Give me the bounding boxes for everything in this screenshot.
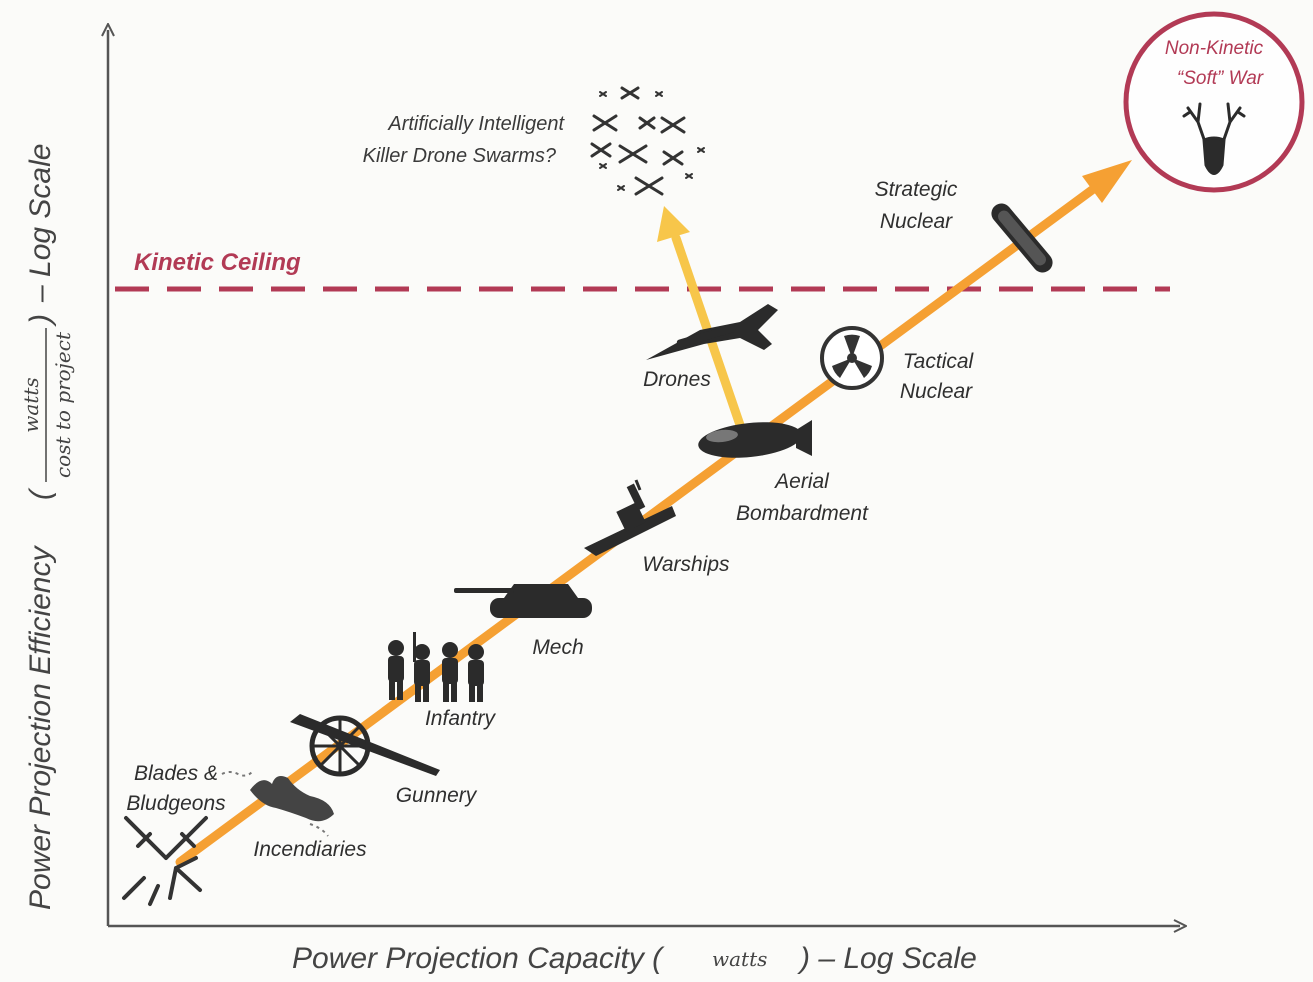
infantry-label: Infantry [425,707,497,730]
svg-text:Power Projection Efficiency: Power Projection Efficiency [24,545,57,910]
bomb-icon [698,420,812,458]
drone-swarm-label-line1: Artificially Intelligent [387,113,565,135]
svg-text:watts: watts [19,377,43,432]
svg-text:– Log Scale: – Log Scale [24,144,57,303]
crossed-swords-icon [122,816,208,906]
y-axis-title: Power Projection Efficiency ( watts cost… [19,144,75,910]
gunnery-label: Gunnery [396,784,478,807]
tactical-label-line1: Tactical [903,350,975,373]
soft-war-badge: Non-Kinetic “Soft” War [1123,11,1305,193]
blades-label-line1: Blades & [134,762,218,785]
cannon-icon [290,714,440,777]
svg-text:): ) [24,314,57,327]
warship-icon [584,479,676,556]
aerial-label-line2: Bombardment [736,502,869,525]
drone-icon [646,304,778,360]
aerial-label-line1: Aerial [773,470,830,493]
soldiers-icon [388,632,484,702]
tank-icon [454,584,592,618]
x-axis-title: Power Projection Capacity ( watts ) – Lo… [292,942,977,975]
drone-branch-arrow [657,206,745,430]
strategic-label-line2: Nuclear [880,210,953,233]
svg-text:) – Log Scale: ) – Log Scale [797,942,977,975]
kinetic-ceiling-label: Kinetic Ceiling [134,249,301,276]
svg-text:(: ( [24,487,57,500]
svg-text:watts: watts [712,947,767,971]
strategic-label-line1: Strategic [875,178,958,201]
svg-text:cost to project: cost to project [51,331,75,478]
incendiaries-label: Incendiaries [253,838,367,861]
warships-label: Warships [642,553,730,576]
blades-label-line2: Bludgeons [126,792,226,815]
deer-head-icon [1182,102,1246,175]
drones-label: Drones [643,368,711,391]
drone-swarm-label-line2: Killer Drone Swarms? [363,145,557,167]
fire-icon [221,771,334,837]
mech-label: Mech [532,636,583,659]
tactical-label-line2: Nuclear [900,380,973,403]
svg-text:Non-Kinetic: Non-Kinetic [1165,38,1264,59]
svg-text:Power Projection Capacity (: Power Projection Capacity ( [292,942,665,975]
svg-text:“Soft” War: “Soft” War [1177,68,1264,89]
drone-swarm-icon [590,86,705,196]
radiation-icon [820,326,884,390]
missile-icon [991,203,1053,273]
progression-arrow [175,160,1132,867]
